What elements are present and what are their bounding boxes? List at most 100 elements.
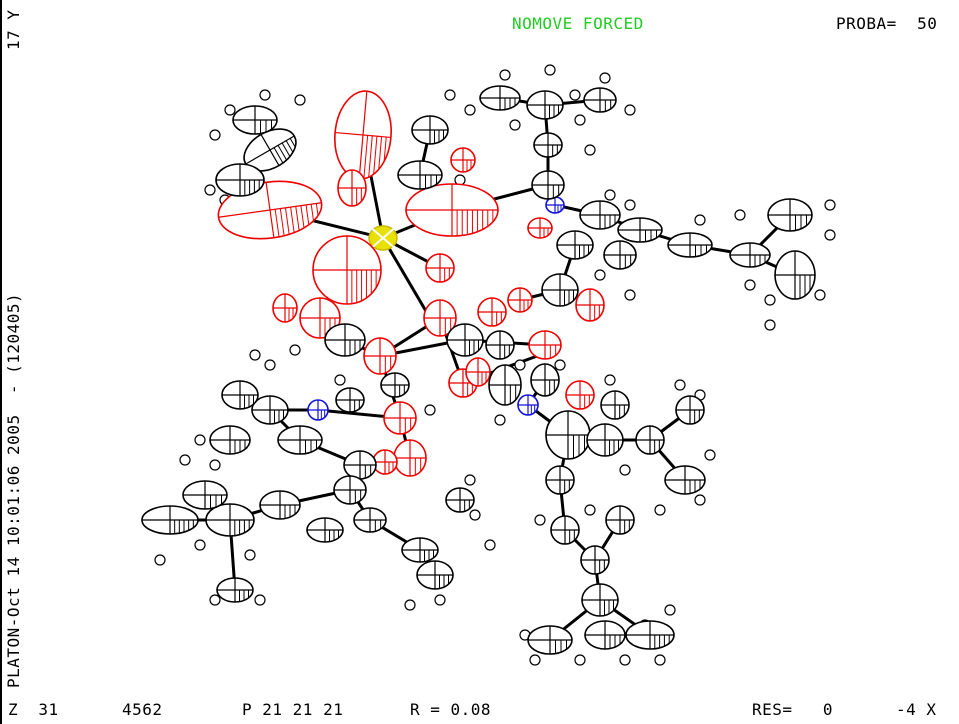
hydrogen-atom [529,654,541,666]
atom-ellipsoid [380,372,410,398]
atom-ellipsoid [215,163,265,197]
metal-atom-mark [368,225,398,251]
atom-ellipsoid [405,183,499,237]
hydrogen-atom [434,594,446,606]
hydrogen-atom [194,434,206,446]
atom-ellipsoid [307,399,329,421]
hydrogen-atom [674,379,686,391]
atom-ellipsoid [216,577,254,603]
atom-ellipsoid [324,323,366,357]
atom-ellipsoid [667,232,713,258]
hydrogen-atom [424,404,436,416]
space-group-label: P 21 21 21 [242,700,344,719]
atom-ellipsoid [416,560,454,590]
octant-hatch [310,204,315,221]
octant-hatch [373,136,378,175]
hydrogen-atom [624,289,636,301]
atom-ellipsoid [774,250,816,300]
hydrogen-atom [544,64,556,76]
hydrogen-atom [584,144,596,156]
hydrogen-atom [444,89,456,101]
hydrogen-atom [264,359,276,371]
octant-hatch [363,135,369,179]
octant-hatch [273,147,284,164]
hydrogen-atom [704,449,716,461]
atom-ellipsoid [533,132,563,158]
hydrogen-atom [664,604,676,616]
atom-ellipsoid [337,169,367,207]
atom-ellipsoid [603,240,637,270]
atom-ellipsoid [507,287,533,313]
atom-ellipsoid [205,503,255,537]
hydrogen-atom [764,294,776,306]
atom-ellipsoid [141,505,199,535]
atom-ellipsoid [368,225,398,251]
atom-ellipsoid [575,288,605,322]
atom-ellipsoid [335,387,365,413]
hydrogen-atom [209,129,221,141]
z-label: Z 31 [8,700,59,719]
hydrogen-atom [734,209,746,221]
octant-hatch [281,142,291,157]
octant-hatch [295,206,300,231]
bond-line [381,237,432,319]
hydrogen-atom [599,72,611,84]
atom-ellipsoid [550,515,580,545]
hydrogen-atom [574,114,586,126]
atom-ellipsoid [477,297,507,327]
hydrogen-atom [259,89,271,101]
principal-axis [358,91,368,179]
atom-ellipsoid [343,450,377,480]
hydrogen-atom [604,189,616,201]
hydrogen-atom [509,119,521,131]
axis-x-label: -4 X [896,700,937,719]
hydrogen-atom [569,89,581,101]
atom-ellipsoid [401,537,439,563]
hydrogen-atom [294,94,306,106]
atom-ellipsoid [221,380,259,410]
hydrogen-atom [209,594,221,606]
hydrogen-atom [204,184,216,196]
hydrogen-atom [464,474,476,486]
atom-ellipsoid [541,273,579,307]
atom-ellipsoid [479,85,521,111]
atom-ellipsoid [423,299,457,337]
hydrogen-atom [154,554,166,566]
hydrogen-atom [694,494,706,506]
octant-hatch [383,136,387,162]
atom-ellipsoid [485,330,515,360]
octant-hatch [284,207,290,235]
hydrogen-atom [654,654,666,666]
atom-ellipsoid [299,297,341,339]
atom-ellipsoid [446,323,484,357]
atom-ellipsoid [259,490,301,520]
atom-ellipsoid [581,583,619,617]
atom-ellipsoid [605,505,635,535]
atom-ellipsoid [583,87,617,113]
hydrogen-atom [194,539,206,551]
atom-ellipsoid [556,230,594,260]
hydrogen-atom [619,654,631,666]
octant-hatch [315,203,319,216]
atom-ellipsoid [526,90,564,120]
octant-hatch [300,205,305,228]
atom-ellipsoid [306,517,344,543]
atom-ellipsoid [580,545,610,575]
atom-ellipsoid [272,293,298,323]
atom-ellipsoid [579,200,621,230]
atom-ellipsoid [545,410,591,460]
r-factor-label: R = 0.08 [410,700,492,719]
hydrogen-atom [469,509,481,521]
octant-hatch [378,136,383,170]
hydrogen-atom [574,654,586,666]
atom-ellipsoid [334,90,392,180]
octant-hatch [277,145,288,161]
atom-ellipsoid [425,253,455,283]
atom-ellipsoid [767,198,813,232]
hydrogen-atom [484,539,496,551]
atom-ellipsoid [450,147,476,173]
octant-hatch [285,140,294,153]
atom-ellipsoid [488,364,522,406]
atom-ellipsoid [565,380,595,410]
atom-ellipsoid [664,465,706,495]
